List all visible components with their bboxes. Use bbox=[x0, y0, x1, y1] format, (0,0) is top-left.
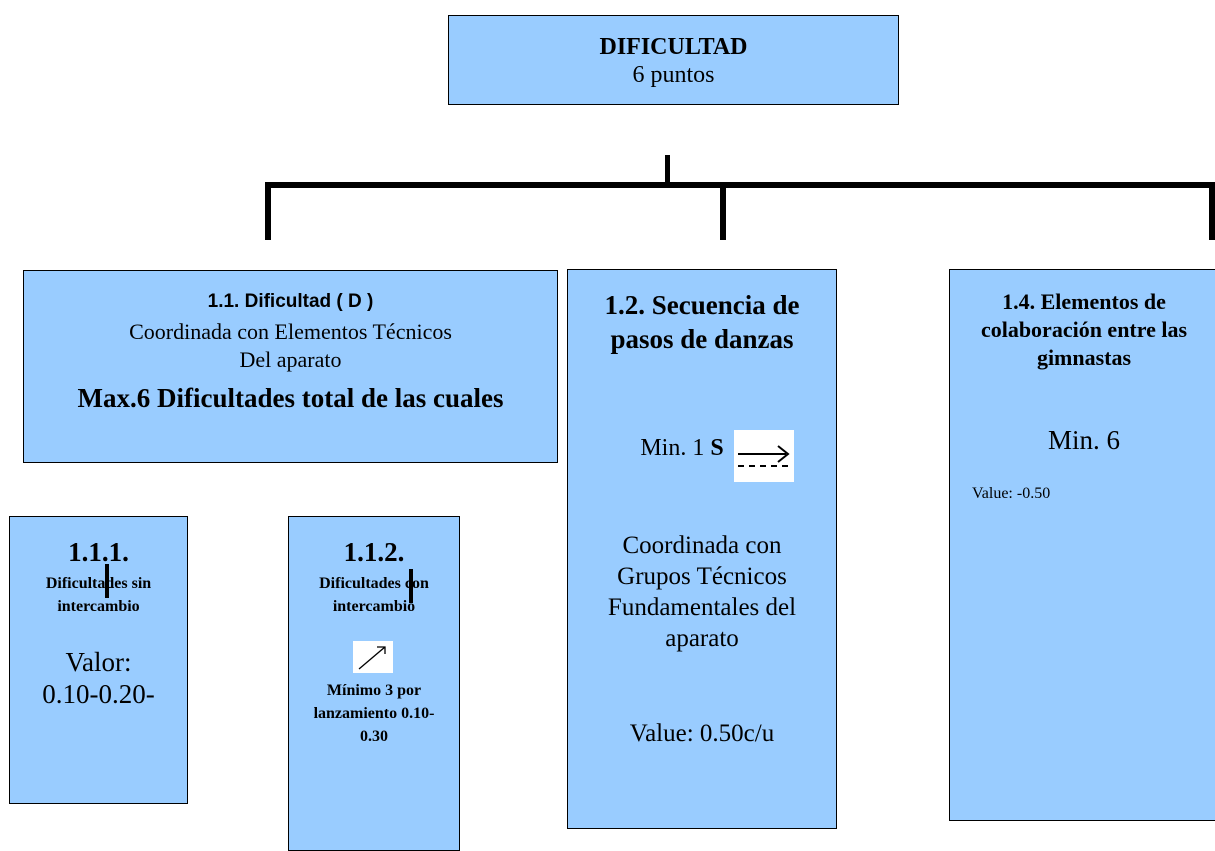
dificultad-1-1-2-box: 1.1.2. Dificultades con intercambio Míni… bbox=[288, 516, 460, 851]
secuencia-1-2-box: 1.2. Secuencia de pasos de danzas Min. 1… bbox=[567, 269, 837, 829]
connector-drop-1-4 bbox=[1209, 182, 1215, 240]
dashed-arrow-icon bbox=[734, 430, 794, 482]
dificultad-1-1-1-desc-text: Dificultades sin intercambio bbox=[45, 575, 152, 615]
dificultad-1-1-1-number: 1.1.1. bbox=[68, 537, 129, 567]
secuencia-1-2-heading: 1.2. Secuencia de pasos de danzas bbox=[604, 290, 800, 354]
secuencia-1-2-coord: Coordinada con Grupos Técnicos Fundament… bbox=[607, 532, 797, 652]
secuencia-1-2-value: Value: 0.50c/u bbox=[629, 720, 775, 747]
cursor-mark-1-1-2 bbox=[409, 569, 413, 603]
secuencia-1-2-min-text: Min. 1 bbox=[640, 435, 711, 461]
cursor-mark-1-1-1 bbox=[105, 564, 109, 598]
colaboracion-1-4-min: Min. 6 bbox=[1047, 425, 1120, 455]
secuencia-1-2-min-symbol: S bbox=[710, 435, 724, 461]
dificultad-1-1-1-box: 1.1.1. Dificultades sin intercambio Valo… bbox=[9, 516, 188, 804]
dificultad-root-box: DIFICULTAD 6 puntos bbox=[448, 15, 899, 105]
root-title: DIFICULTAD bbox=[599, 34, 748, 60]
dificultad-1-1-2-desc: Dificultades con intercambio bbox=[289, 572, 459, 618]
connector-drop-1-2 bbox=[720, 182, 726, 240]
connector-drop-1-1 bbox=[265, 182, 271, 240]
dificultad-1-1-heading: 1.1. Dificultad ( D ) bbox=[207, 291, 374, 312]
dificultad-1-1-1-desc: Dificultades sin intercambio bbox=[10, 572, 187, 618]
dificultad-1-1-1-value-label: Valor: bbox=[65, 647, 132, 677]
colaboracion-1-4-value: Value: -0.50 bbox=[972, 485, 1051, 502]
connector-stem bbox=[665, 155, 670, 185]
dificultad-1-1-2-min: Mínimo 3 por lanzamiento 0.10-0.30 bbox=[289, 679, 459, 748]
root-subtitle: 6 puntos bbox=[632, 62, 715, 88]
connector-horizontal-bar bbox=[265, 182, 1215, 188]
colaboracion-1-4-box: 1.4. Elementos de colaboración entre las… bbox=[949, 269, 1215, 821]
dificultad-1-1-2-min-text: Mínimo 3 por lanzamiento 0.10-0.30 bbox=[313, 682, 435, 745]
dificultad-1-1-2-desc-text: Dificultades con intercambio bbox=[319, 575, 429, 615]
dificultad-1-1-2-number: 1.1.2. bbox=[343, 537, 405, 567]
dificultad-1-1-max: Max.6 Dificultades total de las cuales bbox=[77, 383, 504, 413]
dificultad-1-1-box: 1.1. Dificultad ( D ) Coordinada con Ele… bbox=[23, 270, 558, 463]
dificultad-1-1-line1: Coordinada con Elementos Técnicos bbox=[129, 319, 452, 344]
colaboracion-1-4-heading: 1.4. Elementos de colaboración entre las… bbox=[980, 289, 1188, 370]
diagonal-arrow-icon bbox=[353, 641, 393, 673]
secuencia-1-2-min: Min. 1 S bbox=[568, 435, 836, 462]
dificultad-1-1-1-value: 0.10-0.20- bbox=[42, 679, 155, 709]
dificultad-1-1-line2: Del aparato bbox=[239, 347, 342, 372]
